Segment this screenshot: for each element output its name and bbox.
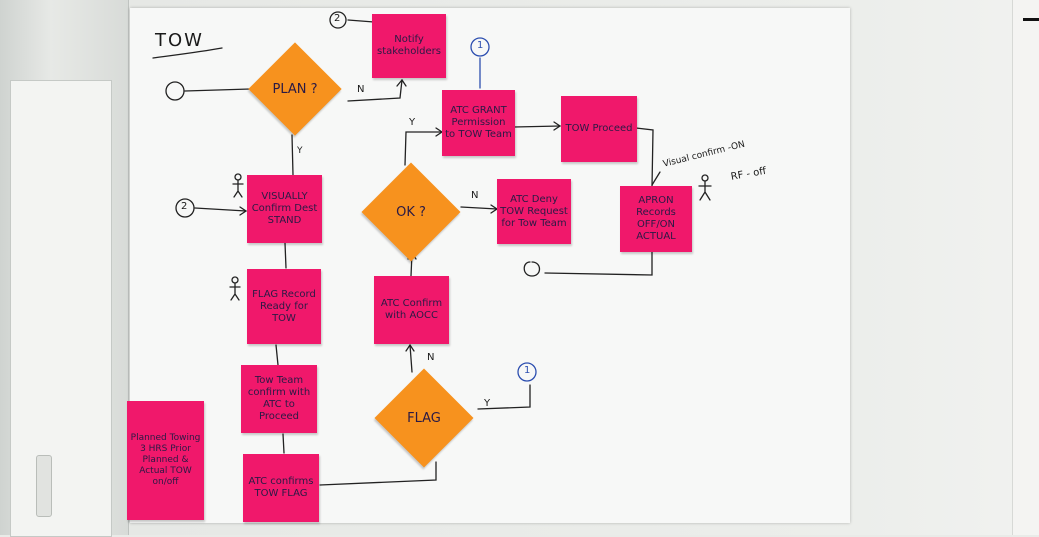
decision-flag-label: FLAG: [407, 410, 441, 426]
connector-circle2-visually: [194, 207, 247, 212]
edge-label-plan-y: Y: [297, 146, 303, 156]
edge-label-plan-n: N: [357, 84, 365, 95]
connector-flag-aocc: [409, 344, 413, 373]
ref-circle-2-left: [175, 198, 195, 218]
connector-ok-grant: [404, 131, 443, 166]
note-flag-record: FLAG Record Ready for TOW: [247, 269, 321, 344]
edge-label-ok-y: Y: [409, 117, 416, 128]
ref-circle-1-top: [470, 37, 490, 57]
ref-label-1-top: 1: [477, 40, 484, 51]
stick-figure-1: [232, 173, 244, 198]
right-wall-strip: [1012, 0, 1039, 535]
window-pane: [10, 80, 112, 537]
note-tow-proceed: TOW Proceed: [561, 96, 637, 162]
connector-grant-proceed: [513, 125, 561, 128]
window-latch: [36, 455, 52, 517]
stick-figure-2: [229, 276, 241, 301]
note-planned-towing: Planned Towing 3 HRS Prior Planned & Act…: [127, 401, 204, 520]
connector-start-plan: [184, 88, 251, 92]
ref-label-2-left: 2: [181, 201, 188, 212]
note-visually-confirm: VISUALLY Confirm Dest STAND: [247, 175, 322, 243]
connector-atcflag-flag: [319, 461, 437, 486]
title-underline: [152, 47, 223, 59]
decision-ok-label: OK ?: [396, 204, 426, 220]
connector-ok-deny: [460, 206, 498, 210]
annotation-pointer: [651, 171, 661, 186]
note-tow-team-confirm: Tow Team confirm with ATC to Proceed: [241, 365, 317, 433]
connector-plan-notify: [347, 79, 403, 102]
connector-flag-circle1: [477, 384, 531, 410]
edge-label-ok-n: N: [471, 190, 479, 201]
ref-circle-2-top: [329, 11, 347, 29]
ref-label-1-bottom: 1: [524, 365, 531, 376]
start-circle: [165, 81, 185, 101]
decision-plan-label: PLAN ?: [272, 81, 318, 97]
wall-mark: [1023, 18, 1039, 21]
note-apron-records: APRON Records OFF/ON ACTUAL: [620, 186, 692, 252]
connector-proceed-apron: [635, 127, 654, 188]
stick-figure-3: [698, 174, 712, 201]
decision-flag: FLAG: [374, 368, 474, 468]
diagram-title: TOW: [155, 30, 204, 51]
note-atc-confirms-flag: ATC confirms TOW FLAG: [243, 454, 319, 522]
note-atc-grant: ATC GRANT Permission to TOW Team: [442, 90, 515, 156]
edge-label-flag-n: N: [427, 352, 435, 363]
note-atc-confirm-aocc: ATC Confirm with AOCC: [374, 276, 449, 344]
ref-circle-1-bottom: [517, 362, 537, 382]
connector-apron-deny: [544, 251, 653, 276]
connector-flagrecord-towteam: [275, 344, 279, 366]
window-frame: [0, 0, 129, 537]
note-notify-stakeholders: Notify stakeholders: [372, 14, 446, 78]
connector-plan-visually: [291, 134, 294, 176]
edge-label-flag-y: Y: [484, 398, 491, 409]
decision-plan: PLAN ?: [248, 42, 342, 136]
connector-towteam-atcflag: [282, 433, 285, 454]
decision-ok: OK ?: [361, 162, 461, 262]
connector-visually-flagrecord: [284, 242, 287, 269]
note-atc-deny: ATC Deny TOW Request for Tow Team: [497, 179, 571, 244]
connector-circle2-notify: [347, 19, 375, 23]
ref-label-2-top: 2: [334, 13, 341, 24]
